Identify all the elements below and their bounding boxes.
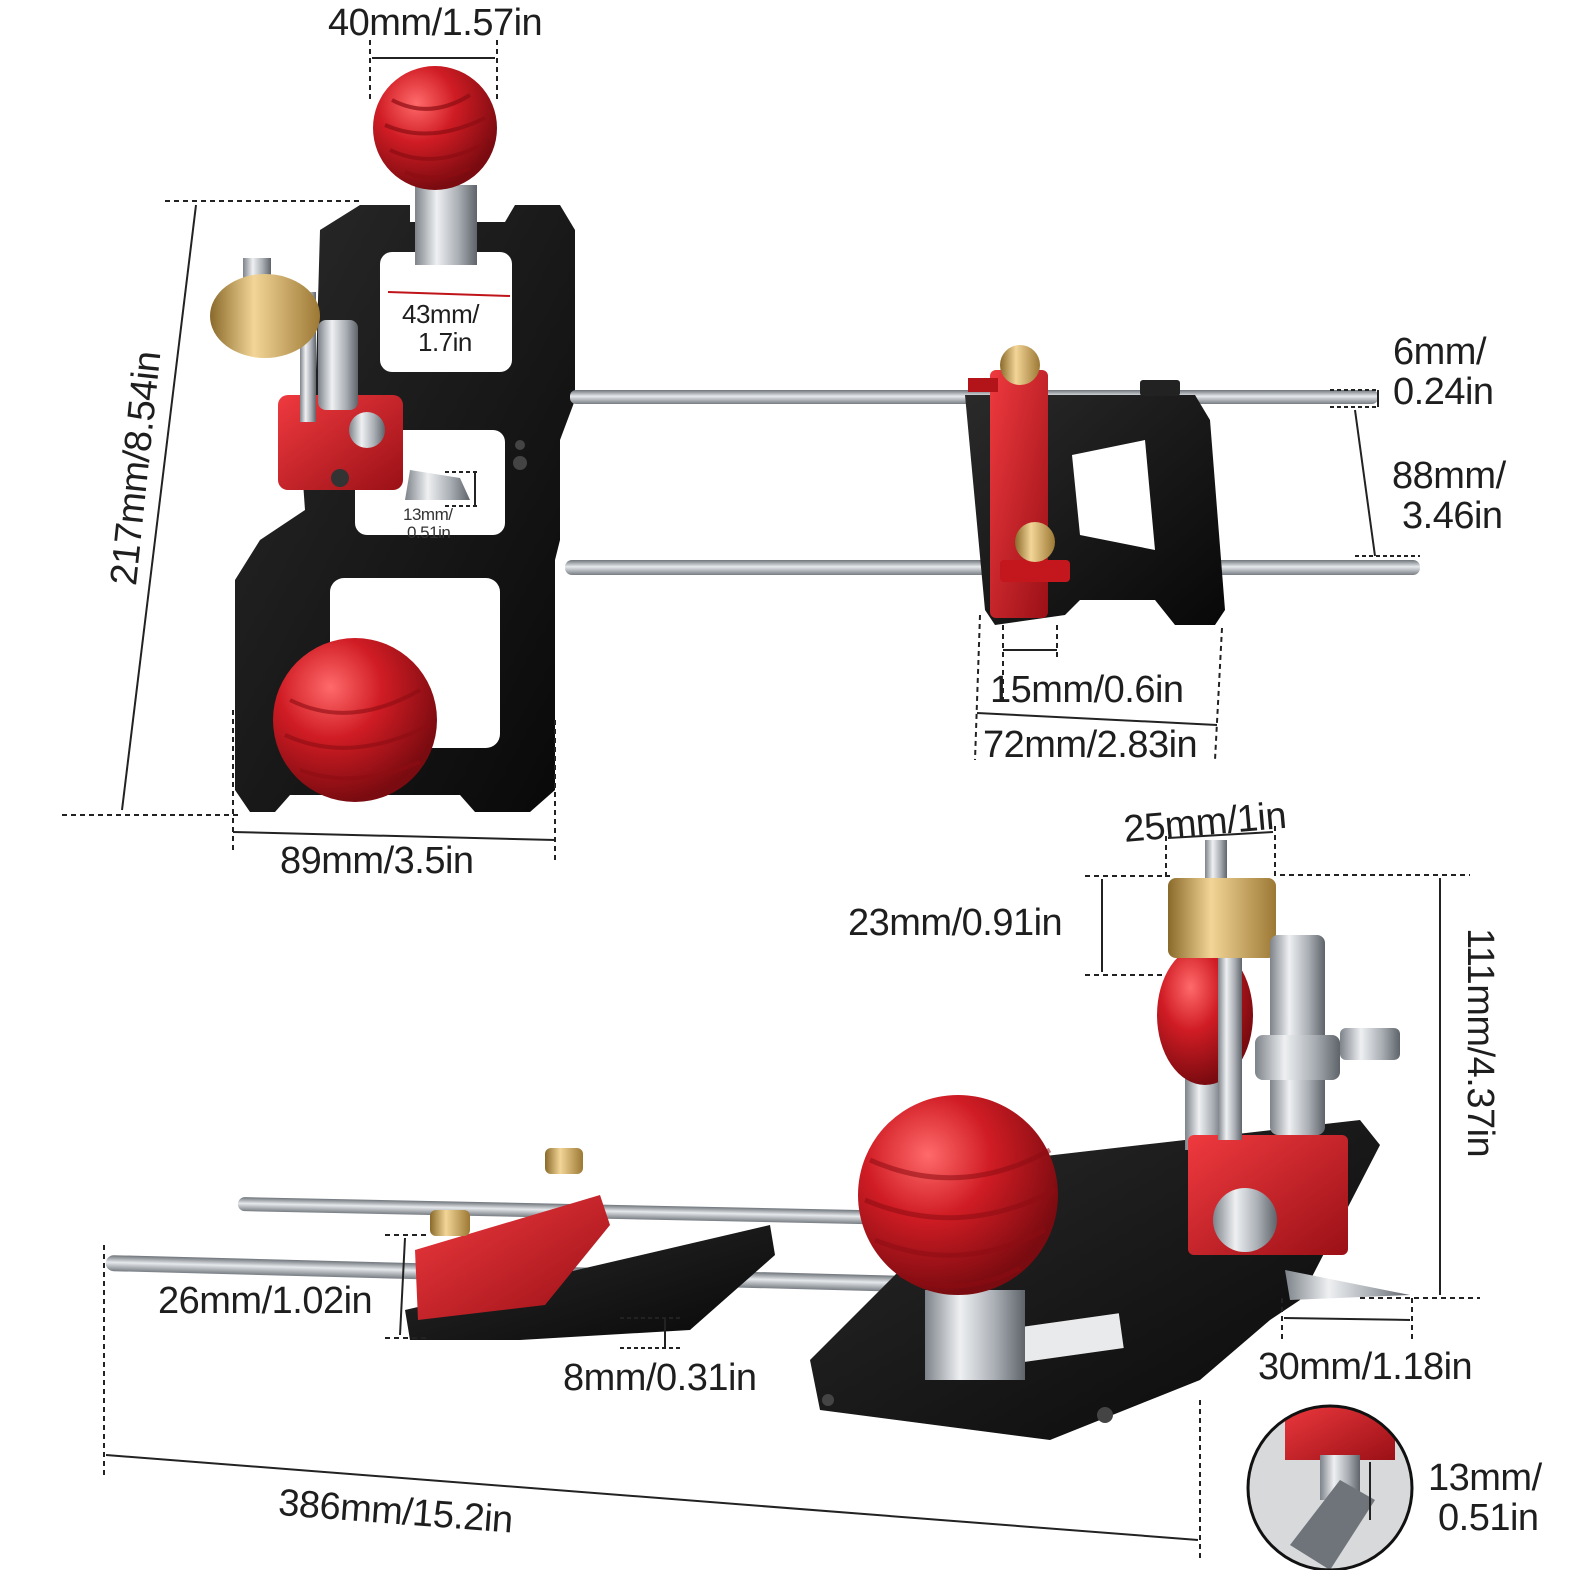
- knob-stem: [925, 1290, 1025, 1380]
- red-knob-bottom: [273, 638, 437, 802]
- brass-thumb-screw: [545, 1148, 583, 1174]
- screw-hole: [822, 1394, 834, 1406]
- screw-tip: [1205, 840, 1227, 885]
- screw-hole: [515, 440, 525, 450]
- label-window-width-in: 1.7in: [418, 327, 472, 357]
- screw-hole: [331, 469, 349, 487]
- brass-thumb-screw: [1000, 345, 1040, 385]
- blade: [1285, 1270, 1410, 1300]
- steel-thumb-screw: [349, 412, 385, 448]
- label-tool-height: 111mm/4.37in: [1459, 928, 1501, 1158]
- side-view: [105, 840, 1414, 1570]
- label-rod-spacing-in: 3.46in: [1402, 495, 1503, 537]
- steel-thumb-screw: [1340, 1028, 1400, 1060]
- top-view: [210, 66, 1420, 812]
- slider-plate: [405, 1225, 775, 1340]
- label-knob-width: 40mm/1.57in: [328, 2, 543, 44]
- label-frame-width: 89mm/3.5in: [280, 840, 474, 882]
- label-slider-bar: 15mm/0.6in: [990, 669, 1184, 711]
- brass-nut: [1168, 878, 1276, 958]
- label-window-width-mm: 43mm/: [402, 299, 479, 329]
- inset-circle-border: [1246, 1404, 1414, 1570]
- label-blade-reach: 30mm/1.18in: [1258, 1346, 1473, 1388]
- label-brass-nut-height: 23mm/0.91in: [848, 902, 1063, 944]
- label-rod-spacing: 88mm/ 3.46in: [1392, 456, 1506, 536]
- brass-nut: [210, 274, 320, 358]
- label-blade-depth-in: 0.51in: [1438, 1497, 1539, 1539]
- slider-red-tab: [968, 378, 998, 392]
- slider-red-foot: [1000, 560, 1070, 582]
- label-rod-diameter: 6mm/ 0.24in: [1393, 332, 1494, 412]
- label-blade-small-in: 0.51in: [407, 523, 451, 542]
- label-rod-diameter-in: 0.24in: [1393, 371, 1494, 413]
- brass-thumb-screw: [430, 1210, 470, 1236]
- steel-post: [318, 320, 358, 410]
- knob-stem: [415, 185, 477, 265]
- base-window: [1000, 1313, 1124, 1365]
- steel-knob: [1213, 1188, 1277, 1252]
- screw-hole: [1097, 1407, 1113, 1423]
- slider-lip: [1140, 380, 1180, 396]
- label-rod-diameter-mm: 6mm/: [1393, 331, 1486, 373]
- label-rod-spacing-mm: 88mm/: [1392, 455, 1506, 497]
- threaded-rod: [1218, 945, 1242, 1140]
- steel-collar: [1255, 1035, 1340, 1080]
- blade-detail-inset: [1248, 1406, 1412, 1570]
- label-blade-depth-mm: 13mm/: [1428, 1457, 1542, 1499]
- label-window-width: 43mm/ 1.7in: [402, 300, 479, 356]
- slider-red-bar: [415, 1195, 610, 1320]
- frame-window-top: [380, 252, 512, 372]
- blade: [405, 470, 470, 500]
- screw-hole: [513, 456, 527, 470]
- brass-thumb-screw: [1015, 522, 1055, 562]
- dimension-lines: [62, 40, 1480, 1560]
- label-base-thickness: 8mm/0.31in: [563, 1357, 757, 1399]
- label-blade-small-mm: 13mm/: [403, 505, 453, 524]
- label-blade-small: 13mm/ 0.51in: [403, 505, 453, 542]
- red-knob-large: [858, 1095, 1058, 1295]
- label-slider-height: 26mm/1.02in: [158, 1280, 373, 1322]
- slider-window: [1072, 440, 1155, 550]
- label-slider-width: 72mm/2.83in: [983, 724, 1198, 766]
- label-blade-depth: 13mm/ 0.51in: [1428, 1458, 1542, 1538]
